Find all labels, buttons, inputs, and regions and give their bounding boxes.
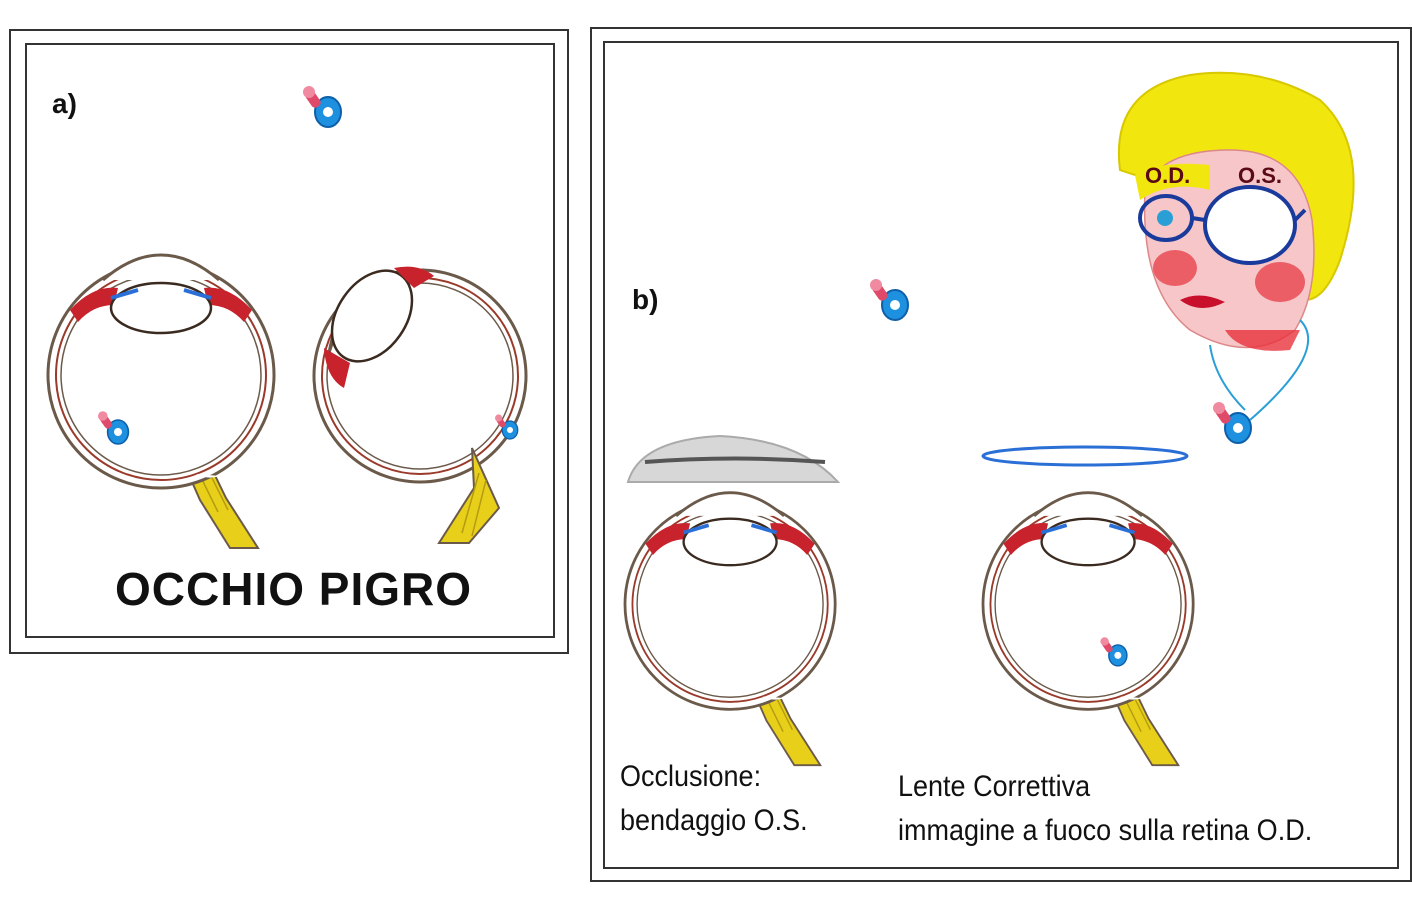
pacifier-target-icon [302,85,342,128]
occlusion-patch [626,434,841,483]
left-eye-tag: O.S. [1238,163,1283,188]
normal-eye-diagram [46,253,276,550]
lazy-eye-diagram [312,266,528,544]
pacifier-target-icon-b [869,278,909,321]
panel-a-title: OCCHIO PIGRO [115,563,473,615]
panel-a-label: a) [52,88,77,119]
patched-eye-diagram [623,490,838,768]
panel-a-inner-frame [25,43,555,638]
lens-caption-line1: Lente Correttiva [898,770,1091,803]
glasses-icon [1138,185,1307,265]
occlusion-caption-line1: Occlusione: [620,760,762,793]
pacifier-cord [1209,319,1310,421]
occlusion-caption-line2: bendaggio O.S. [620,804,808,837]
panel-b-outer-frame [590,27,1412,882]
panel-b-inner-frame [603,41,1399,869]
panel-b-label: b) [632,284,659,315]
corrective-lens [981,445,1189,467]
panel-a-outer-frame [9,29,569,654]
corrected-eye-diagram [981,490,1196,768]
right-eye-tag: O.D. [1145,163,1191,188]
lens-caption-line2: immagine a fuoco sulla retina O.D. [898,814,1313,847]
hanging-pacifier-icon [1212,401,1252,444]
